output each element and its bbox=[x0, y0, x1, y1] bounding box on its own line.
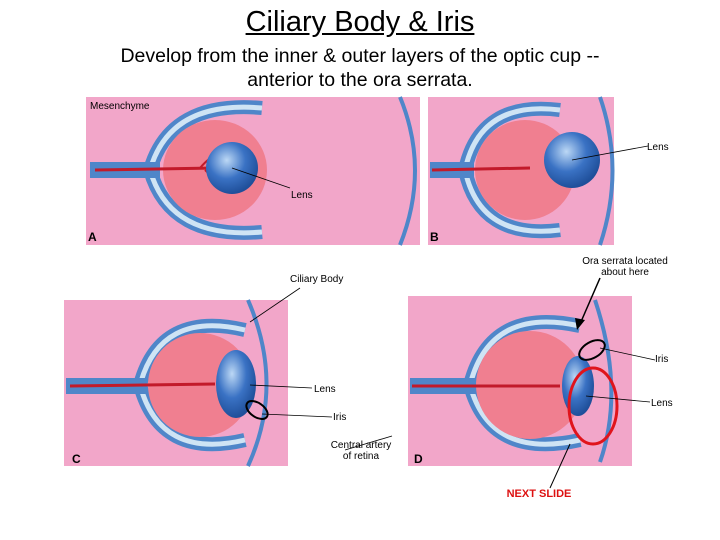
slide-subtitle: Develop from the inner & outer layers of… bbox=[90, 44, 630, 92]
subtitle-line-1: Develop from the inner & outer layers of… bbox=[120, 45, 600, 67]
label-lens-b: Lens bbox=[647, 142, 669, 153]
panel-c-artery bbox=[69, 382, 216, 388]
panel-d-lens bbox=[562, 356, 594, 416]
panel-b-lens-pointer bbox=[571, 145, 649, 161]
label-ora-serrata: Ora serrata located about here bbox=[582, 256, 668, 278]
panel-c-iris-marker bbox=[245, 400, 269, 420]
panel-label-c: C bbox=[72, 452, 81, 466]
label-mesenchyme: Mesenchyme bbox=[90, 101, 150, 112]
panel-c-lens-pointer bbox=[249, 384, 313, 389]
panel-c-iris-pointer bbox=[261, 413, 333, 418]
panel-d-iris-pointer bbox=[599, 347, 656, 361]
label-central-artery: Central artery of retina bbox=[330, 440, 392, 462]
panel-d-cornea bbox=[593, 299, 614, 463]
panel-c-illustration bbox=[64, 287, 393, 467]
panel-d-ora-arrowhead bbox=[575, 318, 585, 330]
panel-d-ora-arrow bbox=[579, 277, 601, 325]
panel-label-a: A bbox=[88, 230, 97, 244]
label-lens-c: Lens bbox=[314, 384, 336, 395]
panel-c-artery-pointer bbox=[344, 435, 393, 451]
panel-c-cornea bbox=[246, 299, 269, 467]
label-iris-c: Iris bbox=[333, 412, 347, 423]
panel-d-next-arrow bbox=[549, 443, 571, 489]
slide-title: Ciliary Body & Iris bbox=[245, 6, 475, 38]
next-slide-link[interactable]: NEXT SLIDE bbox=[506, 488, 572, 500]
label-lens-d: Lens bbox=[651, 398, 673, 409]
label-ciliary-body: Ciliary Body bbox=[290, 274, 344, 285]
panel-d-iris-marker bbox=[578, 339, 606, 361]
panel-label-d: D bbox=[414, 452, 423, 466]
label-lens-a: Lens bbox=[291, 190, 313, 201]
panel-a-lens-pointer bbox=[231, 167, 291, 189]
panel-label-b: B bbox=[430, 230, 439, 244]
panel-a-hyaloid-artery bbox=[94, 166, 216, 172]
panel-d-lens-pointer bbox=[585, 395, 651, 403]
panel-b-illustration bbox=[428, 96, 649, 246]
panel-c-ciliary-pointer bbox=[249, 287, 301, 323]
panel-b-mesenchyme-border bbox=[598, 96, 615, 246]
panel-d-highlight-circle bbox=[567, 366, 619, 446]
panel-b-hyaloid-artery bbox=[431, 166, 531, 172]
panel-c-lens bbox=[216, 350, 256, 418]
panel-d-illustration bbox=[408, 277, 656, 489]
label-iris-d: Iris bbox=[655, 354, 669, 365]
subtitle-line-2: anterior to the ora serrata. bbox=[247, 69, 473, 91]
panel-a-mesenchyme-border bbox=[398, 96, 417, 246]
panel-a-illustration bbox=[86, 96, 420, 246]
